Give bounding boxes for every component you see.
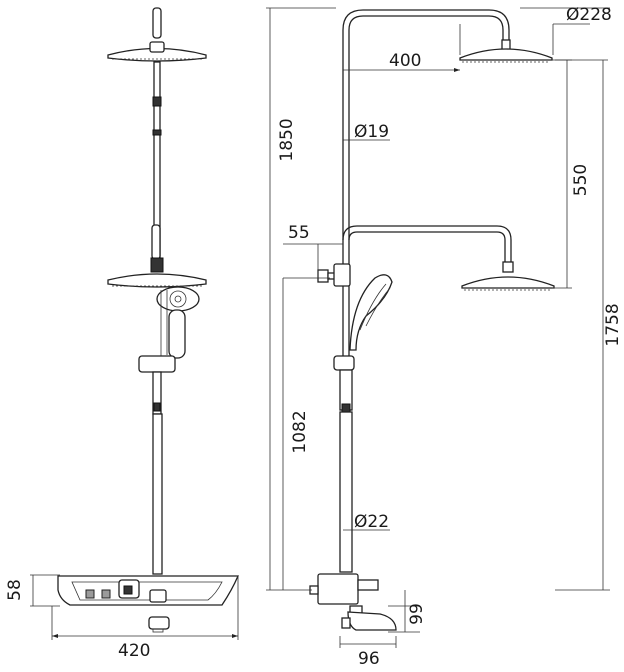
side-diverter-knob xyxy=(317,269,329,283)
dim-arm-length: 400 xyxy=(389,51,421,71)
front-rod-top xyxy=(152,7,162,39)
front-lower-pipe xyxy=(152,413,163,575)
front-shelf xyxy=(57,575,239,606)
front-view xyxy=(30,7,239,640)
side-mixer-body xyxy=(317,573,359,605)
front-slider xyxy=(138,355,176,373)
dim-spout-height: 99 xyxy=(407,603,427,625)
front-hand-shower-handle xyxy=(168,309,186,359)
front-hand-holder-plate xyxy=(107,273,207,288)
side-lower-arm xyxy=(342,225,512,262)
side-view xyxy=(266,7,610,648)
dim-shelf-height: 58 xyxy=(5,579,25,601)
dim-head-diameter: Ø228 xyxy=(566,5,612,25)
dim-total-height: 1850 xyxy=(277,118,297,161)
side-spout xyxy=(347,611,397,631)
side-overhead-head xyxy=(459,48,553,61)
side-overhead-arm xyxy=(342,9,510,370)
front-overhead-head xyxy=(107,47,207,62)
dim-shelf-width: 420 xyxy=(118,641,150,661)
dim-spout-depth: 96 xyxy=(358,649,380,669)
side-hand-shower xyxy=(349,274,393,351)
dim-head-distance: 550 xyxy=(571,164,591,196)
side-lower-head xyxy=(461,276,555,289)
dim-holder-offset: 55 xyxy=(288,223,310,243)
dim-head-height: 1758 xyxy=(603,303,623,346)
front-spout xyxy=(148,616,170,630)
dim-lower-pipe-diameter: Ø22 xyxy=(354,512,389,532)
dim-mixer-height: 1082 xyxy=(290,410,310,453)
side-slider xyxy=(333,355,355,371)
dim-upper-pipe-diameter: Ø19 xyxy=(354,122,389,142)
